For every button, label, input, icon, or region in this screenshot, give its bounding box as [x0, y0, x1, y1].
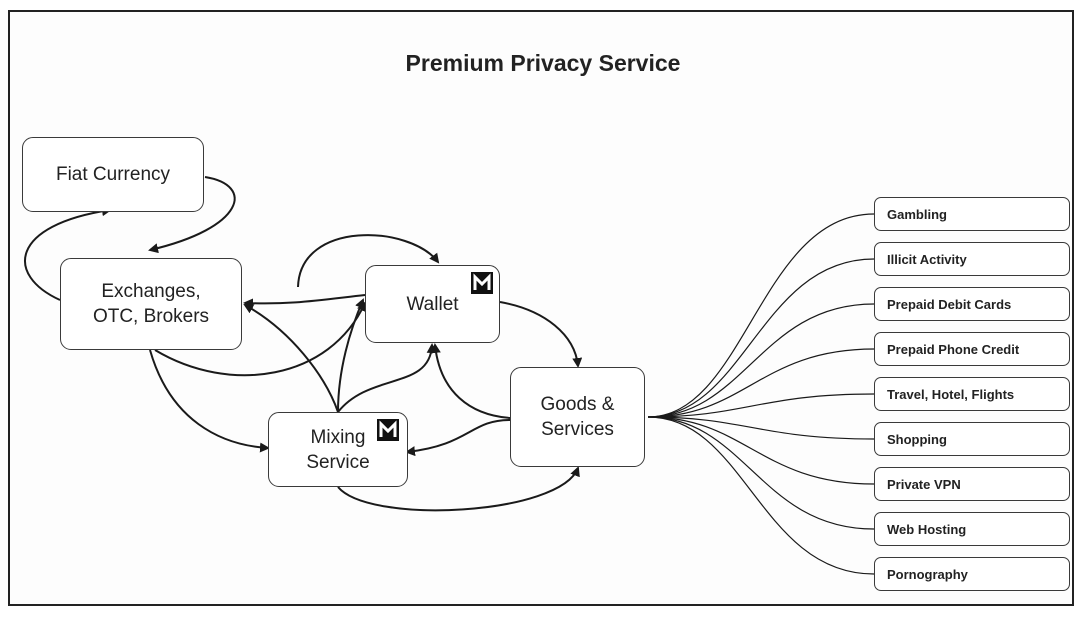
edge-goods-to-service — [647, 416, 875, 440]
edge-exchanges-to-mixing — [149, 349, 270, 453]
diagram-title: Premium Privacy Service — [405, 50, 681, 76]
edge-wallet-to-exchanges — [243, 294, 366, 309]
edge-exchanges-to-fiat — [24, 206, 112, 301]
node-wallet: Wallet — [365, 265, 500, 343]
edge-goods-to-wallet — [430, 343, 511, 419]
edge-goods-to-service — [647, 416, 875, 530]
service-item: Shopping — [874, 422, 1070, 456]
edge-mixing-to-goods — [337, 466, 580, 512]
monero-logo-icon — [377, 419, 399, 441]
edge-mixing-to-wallet-a — [337, 298, 365, 413]
edge-goods-to-mixing — [405, 419, 511, 457]
service-item: Travel, Hotel, Flights — [874, 377, 1070, 411]
edge-goods-to-service — [647, 213, 875, 418]
edge-goods-to-service — [647, 416, 875, 575]
node-goods-services-label: Goods & Services — [540, 394, 615, 440]
service-item: Gambling — [874, 197, 1070, 231]
node-goods-services: Goods & Services — [510, 367, 645, 467]
edge-goods-to-service — [647, 393, 875, 418]
monero-logo-icon — [471, 272, 493, 294]
edge-mixing-to-wallet-b — [337, 343, 437, 413]
node-fiat-currency: Fiat Currency — [22, 137, 204, 212]
service-item: Pornography — [874, 557, 1070, 591]
service-item: Illicit Activity — [874, 242, 1070, 276]
edge-mixing-to-exchanges — [243, 304, 339, 413]
service-item: Prepaid Debit Cards — [874, 287, 1070, 321]
node-mixing-service: Mixing Service — [268, 412, 408, 487]
service-item: Private VPN — [874, 467, 1070, 501]
service-item: Prepaid Phone Credit — [874, 332, 1070, 366]
node-wallet-label: Wallet — [406, 293, 459, 315]
edge-goods-to-service — [647, 258, 875, 418]
service-item: Web Hosting — [874, 512, 1070, 546]
node-mixing-service-label: Mixing Service — [306, 426, 370, 473]
edge-goods-to-service — [647, 303, 875, 418]
edge-goods-to-service — [647, 348, 875, 418]
edge-goods-to-service — [647, 416, 875, 485]
node-exchanges-label: Exchanges, OTC, Brokers — [92, 281, 210, 327]
edge-wallet-to-goods — [499, 301, 583, 368]
node-fiat-currency-label: Fiat Currency — [55, 164, 171, 185]
edge-exchanges-to-wallet-bottom — [154, 301, 367, 377]
node-exchanges: Exchanges, OTC, Brokers — [60, 258, 242, 350]
edge-fiat-to-exchanges — [148, 176, 236, 254]
edge-exchanges-to-wallet-top — [297, 234, 440, 288]
